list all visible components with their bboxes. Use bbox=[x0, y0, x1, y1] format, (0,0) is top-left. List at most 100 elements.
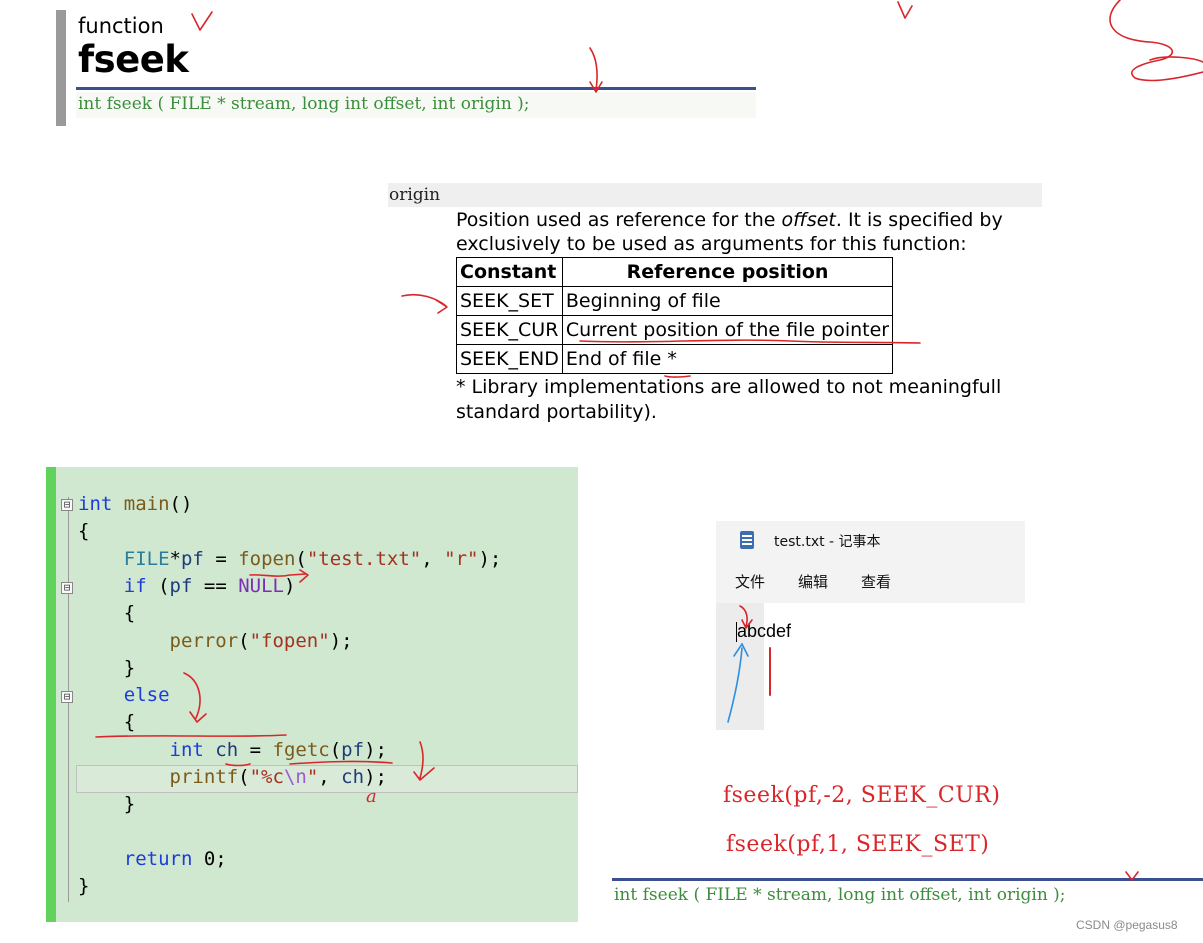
code-token: * bbox=[169, 547, 181, 570]
menu-file[interactable]: 文件 bbox=[735, 573, 766, 591]
note-line1: * Library implementations are allowed to… bbox=[456, 376, 1002, 398]
table-cell-reference: End of file * bbox=[561, 344, 894, 374]
notepad-window: test.txt - 记事本 文件 编辑 查看 abcdef bbox=[716, 521, 1025, 730]
desc-line1-em: offset bbox=[781, 209, 836, 231]
ink-check-mark bbox=[897, 1, 913, 19]
code-token: else bbox=[123, 684, 170, 707]
code-token: () bbox=[169, 493, 193, 515]
code-token: fgetc bbox=[272, 738, 330, 761]
code-line: { bbox=[78, 600, 135, 627]
code-token: ( bbox=[329, 738, 342, 761]
code-editor[interactable]: ⊟ ⊟ ⊟ int main(){ FILE*pf = fopen("test.… bbox=[46, 467, 578, 922]
code-line: } bbox=[78, 655, 135, 682]
code-token: { bbox=[78, 602, 136, 625]
prototype-rule bbox=[612, 878, 1203, 881]
table-header-constant: Constant bbox=[456, 257, 563, 287]
code-token: } bbox=[78, 875, 90, 898]
code-token: { bbox=[78, 520, 90, 543]
prototype-repeat: int fseek ( FILE * stream, long int offs… bbox=[612, 878, 1203, 910]
fold-toggle-icon[interactable]: ⊟ bbox=[61, 499, 73, 511]
code-token: fopen bbox=[238, 547, 296, 570]
code-line: int ch = fgetc(pf); bbox=[78, 737, 387, 764]
origin-parameter-section: origin Position used as reference for th… bbox=[388, 183, 1042, 428]
note-call-suffix: , SEEK_SET) bbox=[840, 832, 990, 857]
code-token: int bbox=[78, 493, 113, 515]
code-token: FILE bbox=[123, 547, 170, 570]
note-call-suffix: , SEEK_CUR) bbox=[845, 783, 1001, 808]
fold-toggle-icon[interactable]: ⊟ bbox=[61, 691, 73, 703]
header-side-bar bbox=[56, 10, 66, 126]
table-cell-reference: Beginning of file bbox=[561, 286, 894, 316]
handwritten-fseek-cur: fseek(pf,-2, SEEK_CUR) bbox=[723, 783, 1000, 808]
code-line: int main() bbox=[78, 491, 192, 518]
note-line2: standard portability). bbox=[456, 401, 657, 423]
code-token: ) bbox=[283, 574, 296, 597]
current-line-highlight bbox=[76, 765, 578, 793]
code-token: = bbox=[238, 738, 273, 761]
table-row: SEEK_SET Beginning of file bbox=[456, 286, 894, 316]
notepad-titlebar: test.txt - 记事本 bbox=[716, 521, 1025, 559]
code-line: return 0; bbox=[78, 846, 227, 873]
reference-kind: function bbox=[78, 14, 164, 38]
code-token: return bbox=[123, 847, 193, 870]
code-token: ch bbox=[215, 738, 239, 761]
notepad-menubar: 文件 编辑 查看 bbox=[716, 565, 1025, 601]
code-token: ( bbox=[295, 547, 307, 570]
code-token: int bbox=[169, 738, 204, 761]
code-line: if (pf == NULL) bbox=[78, 573, 296, 600]
desc-line2: exclusively to be used as arguments for … bbox=[456, 233, 967, 255]
code-token: == bbox=[192, 574, 239, 597]
code-token bbox=[78, 739, 170, 761]
table-cell-constant: SEEK_END bbox=[456, 344, 563, 374]
note-offset-value: -2 bbox=[823, 783, 846, 808]
menu-edit[interactable]: 编辑 bbox=[798, 573, 829, 591]
code-token bbox=[78, 575, 124, 597]
code-token: perror bbox=[169, 629, 239, 652]
code-token bbox=[112, 493, 123, 515]
menu-view[interactable]: 查看 bbox=[861, 573, 892, 591]
code-token bbox=[78, 630, 170, 652]
note-offset-value: 1 bbox=[826, 832, 841, 857]
header-rule bbox=[76, 87, 756, 90]
code-token: } bbox=[78, 656, 136, 679]
code-line: { bbox=[78, 518, 89, 545]
ink-scribble bbox=[1109, 0, 1203, 82]
code-token: } bbox=[78, 793, 136, 816]
notepad-title: test.txt - 记事本 bbox=[774, 534, 881, 550]
code-token: pf bbox=[180, 547, 204, 570]
code-token: ch bbox=[341, 766, 365, 788]
parameter-description: Position used as reference for the offse… bbox=[456, 208, 1042, 256]
code-token: main bbox=[123, 493, 170, 515]
table-header-row: Constant Reference position bbox=[456, 257, 894, 287]
code-token: if bbox=[123, 574, 147, 597]
code-line: printf("%c\n", ch); bbox=[78, 764, 387, 791]
code-token: ( bbox=[146, 574, 170, 597]
code-token bbox=[78, 766, 170, 788]
reference-header: function fseek int fseek ( FILE * stream… bbox=[56, 10, 756, 126]
table-header-reference: Reference position bbox=[561, 257, 894, 287]
notepad-content: abcdef bbox=[737, 621, 792, 641]
code-token: { bbox=[78, 711, 136, 734]
code-token: pf bbox=[341, 738, 365, 761]
handwritten-fseek-set: fseek(pf,1, SEEK_SET) bbox=[726, 832, 989, 857]
implementation-note: * Library implementations are allowed to… bbox=[456, 375, 1042, 425]
code-token: = bbox=[203, 547, 239, 570]
table-cell-constant: SEEK_SET bbox=[456, 286, 563, 316]
notepad-text-area[interactable] bbox=[716, 603, 1025, 730]
code-token bbox=[204, 739, 215, 761]
fold-toggle-icon[interactable]: ⊟ bbox=[61, 582, 73, 594]
table-row: SEEK_CUR Current position of the file po… bbox=[456, 315, 894, 345]
code-line: { bbox=[78, 709, 135, 736]
origin-constants-table: Constant Reference position SEEK_SET Beg… bbox=[456, 257, 894, 374]
code-token: "%c bbox=[249, 766, 284, 788]
code-line: FILE*pf = fopen("test.txt", "r"); bbox=[78, 546, 502, 573]
editor-change-bar bbox=[46, 467, 56, 922]
code-token: NULL bbox=[238, 574, 284, 597]
table-row: SEEK_END End of file * bbox=[456, 344, 894, 374]
code-token bbox=[78, 684, 124, 706]
code-line: } bbox=[78, 791, 135, 818]
handwritten-output-a: a bbox=[366, 786, 378, 807]
parameter-name: origin bbox=[388, 183, 1042, 207]
code-token: ); bbox=[364, 738, 387, 761]
code-token bbox=[78, 848, 124, 870]
